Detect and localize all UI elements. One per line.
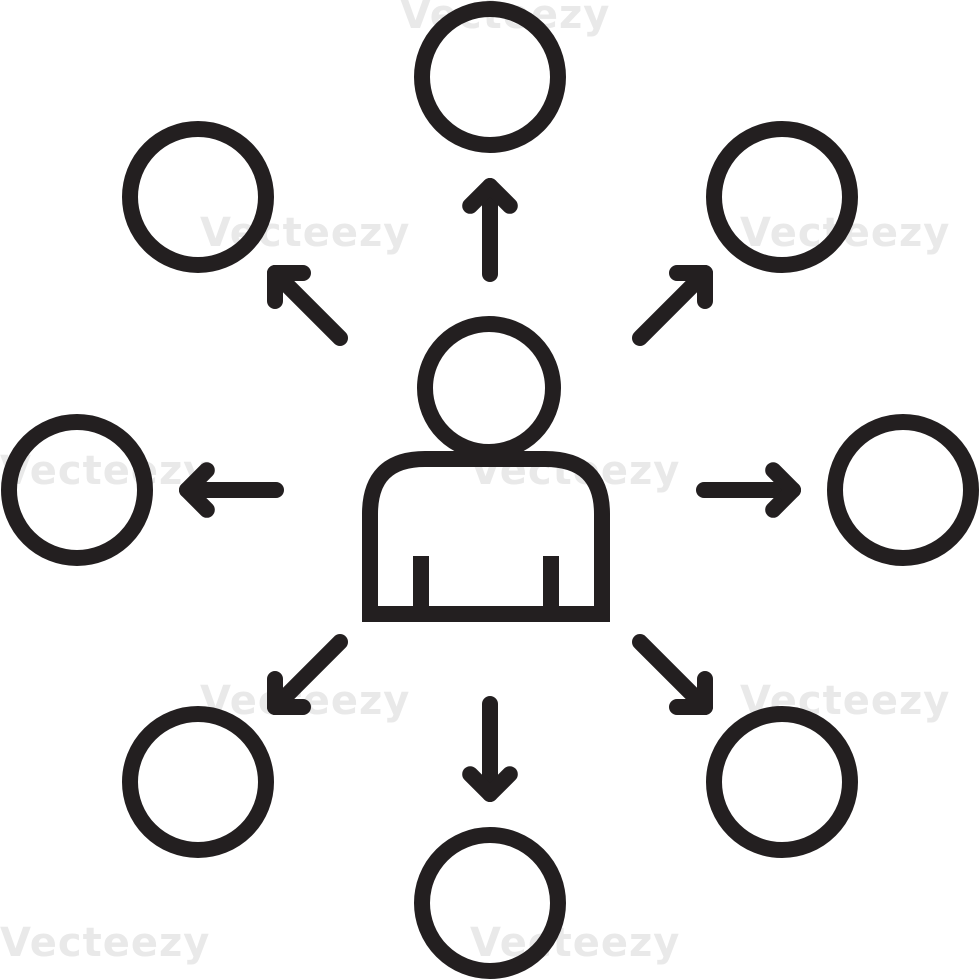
arrow-top-right-icon xyxy=(632,265,713,346)
node-top-circle-icon xyxy=(414,1,566,153)
arrows xyxy=(179,178,801,802)
center-node xyxy=(362,316,610,622)
arrow-left-icon xyxy=(179,462,284,518)
node-bottom-left-circle-icon xyxy=(122,706,274,858)
person-body-icon xyxy=(362,451,610,622)
arrow-top-icon xyxy=(462,178,518,282)
arrow-right-icon xyxy=(696,462,801,518)
node-bottom-circle-icon xyxy=(414,827,566,979)
node-bottom-right-circle-icon xyxy=(706,706,858,858)
node-top-right-circle-icon xyxy=(706,121,858,273)
node-right-circle-icon xyxy=(827,414,979,566)
arrow-bottom-right-icon xyxy=(632,634,713,715)
arrow-bottom-left-icon xyxy=(267,634,348,715)
arrow-top-left-icon xyxy=(267,265,348,346)
person-icon xyxy=(362,316,610,622)
arrow-bottom-icon xyxy=(462,696,518,802)
node-top-left-circle-icon xyxy=(122,121,274,273)
node-left-circle-icon xyxy=(1,414,153,566)
person-head-icon xyxy=(417,316,561,460)
